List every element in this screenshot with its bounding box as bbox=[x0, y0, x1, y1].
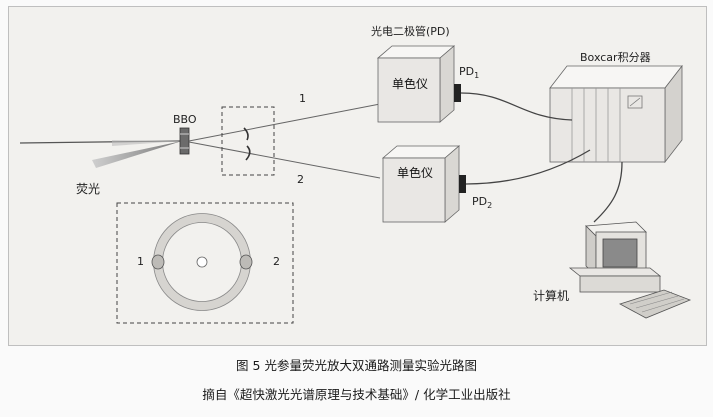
pd-title-label: 光电二极管(PD) bbox=[371, 25, 450, 38]
beam-2-label: 2 bbox=[297, 173, 304, 186]
cable-pd2 bbox=[465, 149, 591, 185]
keyboard bbox=[618, 289, 692, 319]
pd2-label: PD2 bbox=[472, 196, 492, 210]
bbo-label: BBO bbox=[173, 113, 197, 126]
beam-1-label: 1 bbox=[299, 92, 306, 105]
monochromator-2 bbox=[381, 145, 461, 223]
pd2-detector bbox=[459, 175, 466, 193]
pd1-label-sub: 1 bbox=[474, 71, 480, 80]
monochromator-1-label: 单色仪 bbox=[392, 77, 429, 91]
pd1-label-main: PD bbox=[459, 65, 475, 78]
ring-spot-2 bbox=[239, 254, 253, 270]
pd1-label: PD1 bbox=[459, 66, 479, 80]
source-caption: 摘自《超快激光光谱原理与技术基础》/ 化学工业出版社 bbox=[202, 387, 511, 402]
ring-spot-1 bbox=[151, 254, 165, 270]
computer bbox=[568, 221, 692, 319]
fluorescence-label: 荧光 bbox=[76, 182, 101, 196]
boxcar-label: Boxcar积分器 bbox=[580, 51, 651, 64]
cable-computer bbox=[593, 161, 623, 223]
pump-spot bbox=[196, 256, 208, 268]
boxcar-integrator bbox=[549, 64, 683, 164]
inset-box bbox=[116, 202, 294, 324]
ring-1-label: 1 bbox=[137, 255, 144, 268]
beam-1-line bbox=[188, 103, 381, 142]
cable-pd1 bbox=[460, 92, 573, 121]
monochromator-1 bbox=[376, 45, 456, 123]
pd1-detector bbox=[454, 84, 461, 102]
fluorescence-cone-upper bbox=[112, 140, 182, 146]
aperture-box bbox=[221, 106, 275, 176]
ring-2-label: 2 bbox=[273, 255, 280, 268]
fluorescence-cone bbox=[92, 141, 182, 168]
pd2-label-main: PD bbox=[472, 195, 488, 208]
computer-label: 计算机 bbox=[533, 289, 570, 303]
aperture-lower bbox=[245, 145, 251, 161]
bbo-crystal bbox=[179, 127, 190, 155]
figure-caption: 图 5 光参量荧光放大双通路测量实验光路图 bbox=[236, 358, 477, 373]
beam-2-line bbox=[188, 141, 381, 179]
pd2-label-sub: 2 bbox=[487, 201, 493, 210]
aperture-upper bbox=[243, 127, 249, 141]
monochromator-2-label: 单色仪 bbox=[397, 166, 434, 180]
